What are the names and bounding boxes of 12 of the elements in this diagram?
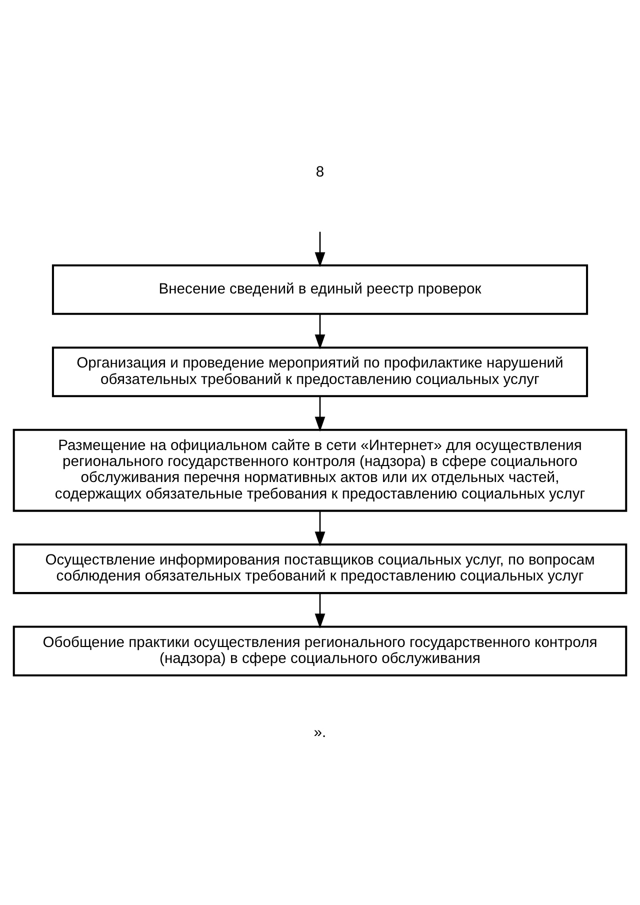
node-box: Организация и проведение мероприятий по профилактике нарушений обязательных требований к предоставлению социальных услуг [52,346,588,397]
node-box: Внесение сведений в единый реестр проверок [52,264,588,314]
label: 8 [316,164,324,180]
arrow [314,231,326,267]
arrow [314,314,326,349]
node-box: Осуществление информирования поставщиков социальных услуг, по вопросам соблюдения обязательных требований к предоставлению социальных услуг [12,543,628,594]
arrow [314,510,326,546]
arrow [314,396,326,432]
arrow [314,592,326,628]
label: ». [314,724,326,741]
node-box: Обобщение практики осуществления регионального государственного контроля (надзора) в сфере социального обслуживания [12,625,628,676]
node-box: Размещение на официальном сайте в сети «Интернет» для осуществления регионального государственного контроля (надзора) в сфере социального обслуживания перечня нормативных актов или их отдельных частей, содержащих обязательные требования к предоставлению социальных услуг [12,428,628,512]
